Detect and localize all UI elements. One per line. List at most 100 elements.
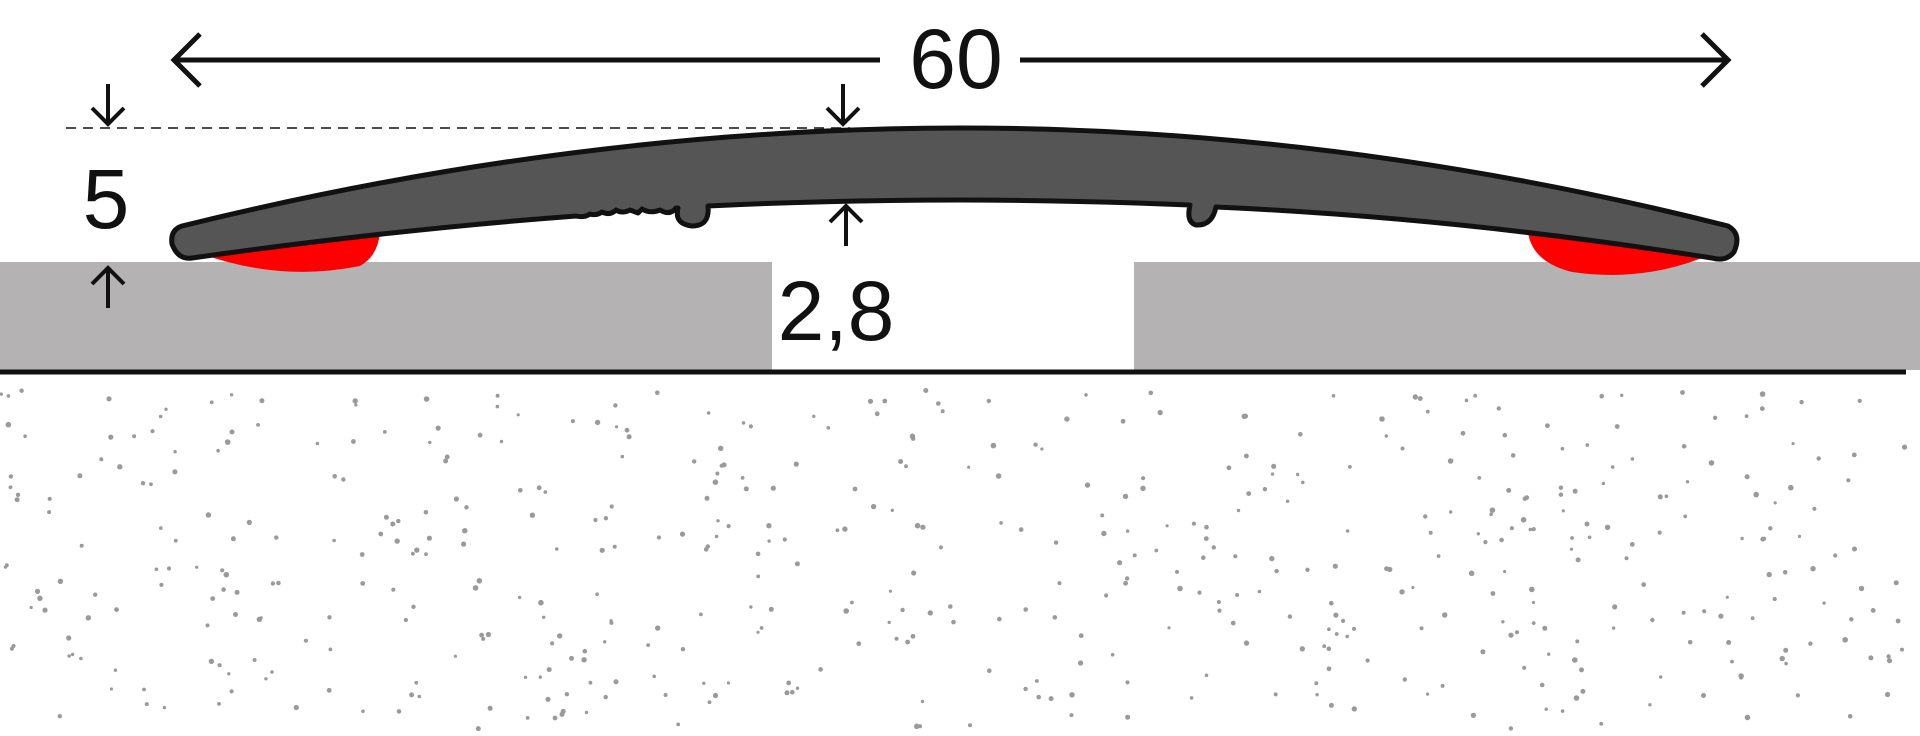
concrete-speckle: [609, 504, 614, 509]
concrete-speckle: [79, 543, 84, 548]
concrete-speckle: [57, 578, 64, 584]
concrete-speckle: [1808, 641, 1813, 646]
concrete-speckle: [1657, 530, 1662, 535]
concrete-speckle: [748, 424, 754, 429]
concrete-speckle: [1315, 693, 1319, 697]
concrete-speckle: [1620, 393, 1624, 397]
concrete-speckle: [1417, 396, 1423, 401]
concrete-speckle: [1132, 553, 1137, 558]
concrete-speckle: [680, 647, 686, 652]
concrete-speckle: [1842, 637, 1848, 643]
concrete-speckle: [66, 635, 72, 641]
concrete-speckle: [704, 495, 710, 501]
concrete-speckle: [1508, 632, 1514, 638]
concrete-speckle: [603, 516, 609, 521]
concrete-speckle: [195, 565, 199, 569]
floor-panel-left: [0, 262, 772, 370]
concrete-speckle: [1522, 665, 1527, 670]
concrete-speckle: [1034, 679, 1039, 683]
concrete-speckle: [1685, 480, 1690, 484]
concrete-speckle: [1428, 530, 1433, 535]
concrete-speckle: [1496, 406, 1502, 411]
concrete-speckle: [1211, 545, 1217, 550]
concrete-speckle: [1084, 482, 1091, 488]
concrete-speckle: [1177, 585, 1183, 592]
concrete-speckle: [986, 398, 991, 404]
concrete-speckle: [1236, 508, 1241, 513]
concrete-speckle: [1036, 694, 1041, 700]
concrete-speckle: [1064, 416, 1070, 422]
concrete-speckle: [1084, 393, 1088, 397]
concrete-speckle: [715, 471, 720, 476]
concrete-speckle: [1244, 453, 1249, 459]
concrete-speckle: [1120, 418, 1126, 424]
concrete-speckle: [1544, 707, 1548, 711]
concrete-speckle: [927, 610, 933, 616]
concrete-speckle: [114, 607, 119, 612]
concrete-speckle: [546, 667, 552, 673]
concrete-speckle: [8, 485, 13, 490]
concrete-speckle: [47, 496, 52, 501]
concrete-speckle: [555, 547, 559, 551]
concrete-speckle: [1547, 652, 1551, 656]
concrete-speckle: [270, 581, 276, 586]
concrete-speckle: [1528, 527, 1533, 532]
concrete-speckle: [140, 481, 146, 486]
concrete-speckle: [383, 514, 389, 520]
concrete-speckle: [557, 633, 563, 639]
concrete-speckle: [99, 457, 104, 462]
concrete-speckle: [354, 403, 358, 407]
concrete-speckle: [1204, 524, 1209, 530]
concrete-speckle: [414, 547, 420, 553]
concrete-speckle: [1502, 432, 1508, 438]
concrete-speckle: [767, 539, 771, 543]
concrete-speckle: [479, 632, 484, 638]
concrete-speckle: [461, 541, 467, 547]
concrete-speckle: [905, 639, 910, 645]
concrete-speckle: [1246, 491, 1252, 496]
concrete-speckle: [1570, 536, 1574, 540]
concrete-speckle: [782, 537, 787, 542]
concrete-speckle: [784, 690, 790, 696]
concrete-speckle: [1274, 568, 1279, 574]
concrete-speckle: [1301, 480, 1305, 485]
concrete-speckle: [538, 675, 542, 679]
concrete-speckle: [1870, 608, 1876, 613]
concrete-speckle: [716, 519, 720, 523]
concrete-speckle: [1624, 556, 1629, 561]
concrete-speckle: [1529, 586, 1535, 593]
concrete-speckle: [409, 692, 415, 698]
concrete-speckle: [1123, 580, 1128, 586]
concrete-speckle: [1766, 571, 1772, 578]
concrete-speckle: [1579, 667, 1584, 673]
concrete-speckle: [1477, 476, 1482, 480]
concrete-speckle: [453, 496, 459, 502]
concrete-speckle: [756, 630, 760, 634]
concrete-speckle: [150, 429, 155, 434]
concrete-speckle: [1117, 560, 1123, 566]
concrete-speckle: [1744, 714, 1751, 721]
concrete-speckle: [1572, 488, 1578, 494]
concrete-speckle: [1480, 649, 1486, 655]
concrete-speckle: [560, 708, 566, 714]
concrete-speckle: [1900, 647, 1904, 652]
concrete-speckle: [1175, 569, 1179, 574]
concrete-speckle: [719, 463, 724, 468]
concrete-speckle: [936, 401, 941, 406]
concrete-speckle: [1148, 390, 1154, 396]
concrete-speckle: [481, 636, 486, 641]
concrete-speckle: [1197, 590, 1202, 595]
concrete-speckle: [1326, 646, 1332, 651]
concrete-speckle: [1659, 675, 1663, 679]
concrete-speckle: [1886, 654, 1891, 659]
concrete-speckle: [842, 526, 848, 532]
concrete-speckle: [997, 616, 1002, 622]
concrete-speckle: [1468, 570, 1475, 577]
concrete-speckle: [1797, 534, 1802, 539]
concrete-speckle: [626, 434, 632, 440]
concrete-speckle: [1750, 616, 1755, 621]
concrete-speckle: [453, 654, 457, 658]
concrete-speckle: [1125, 714, 1131, 720]
concrete-speckle: [1379, 416, 1385, 422]
concrete-speckle: [1124, 576, 1130, 581]
